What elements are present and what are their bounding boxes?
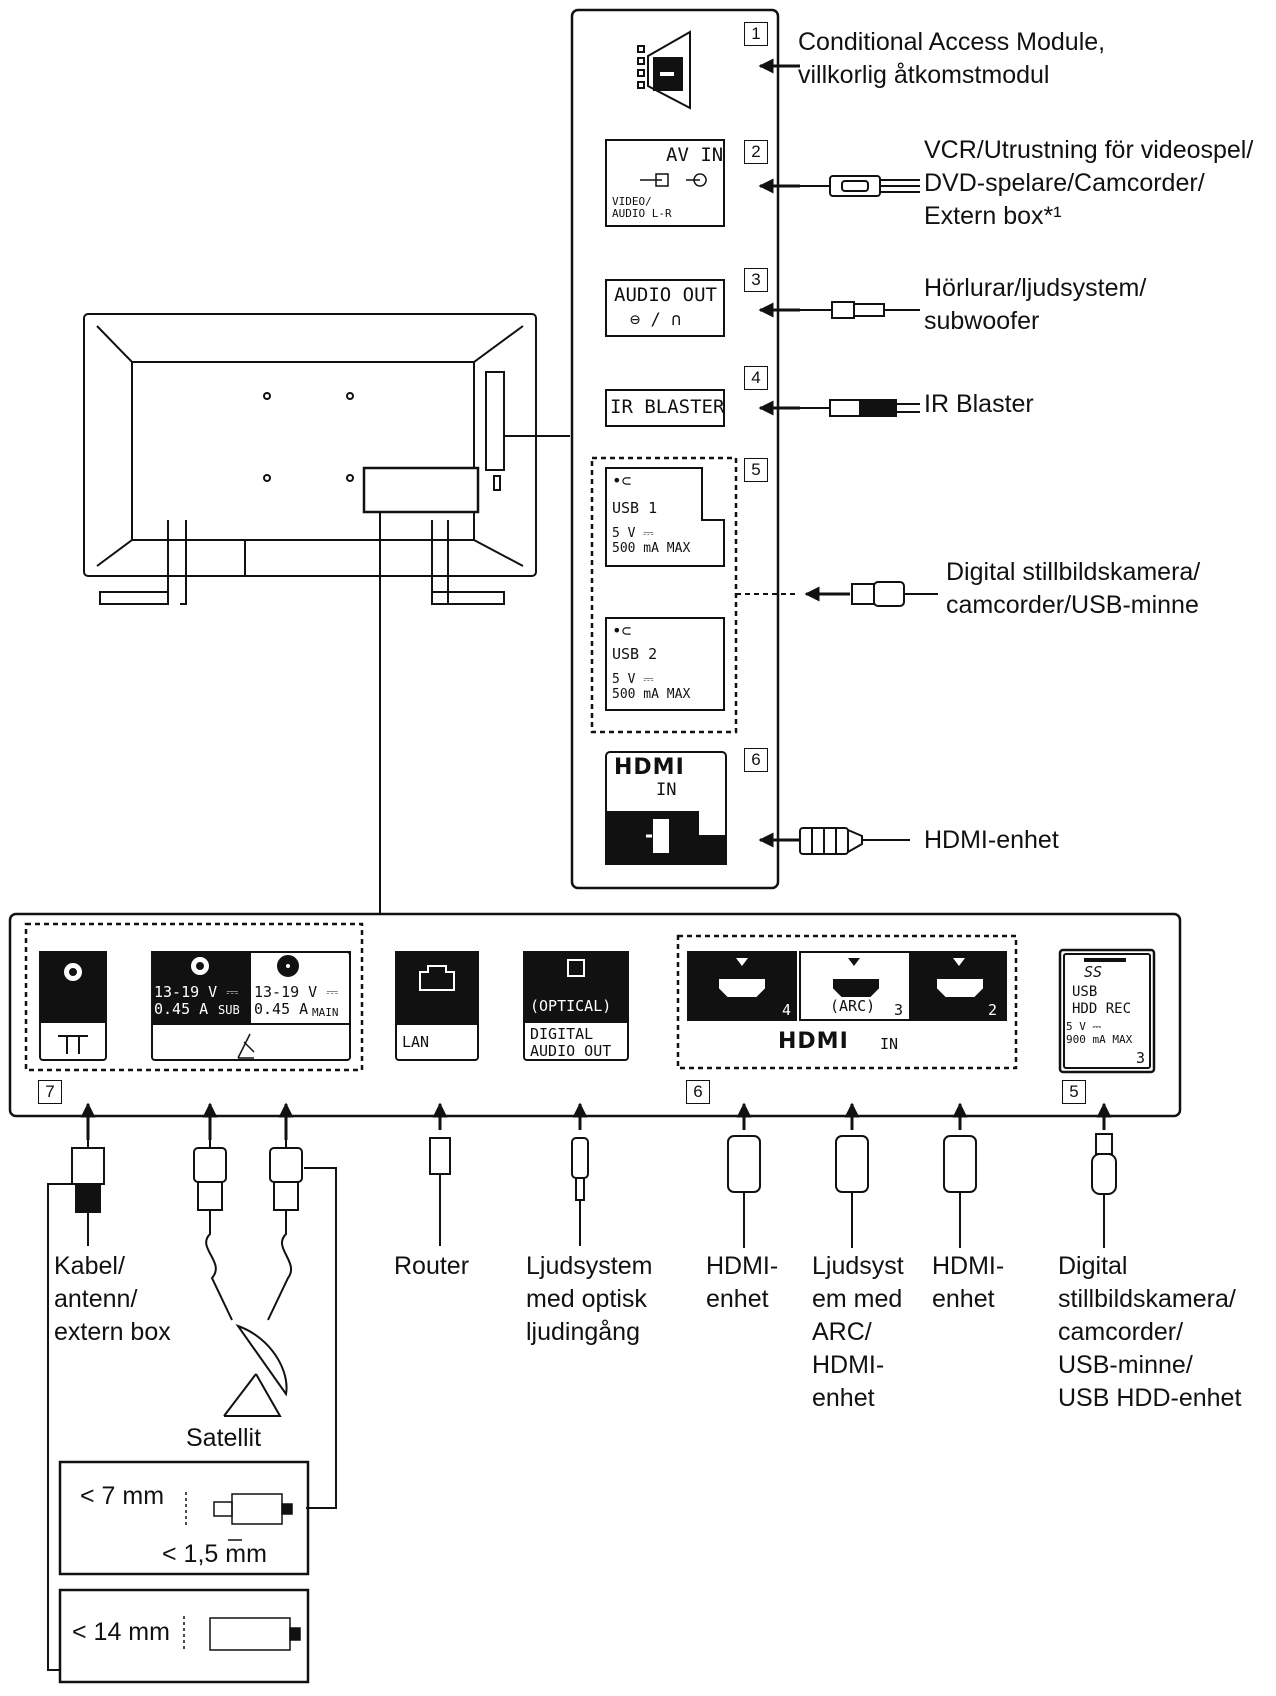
cable-dimension-box [58, 1588, 310, 1684]
label-satellite: Satellit [186, 1424, 262, 1452]
usb-hdd-port-number: 3 [1136, 1049, 1146, 1067]
ir-blaster-text: IR BLASTER [610, 396, 725, 418]
usb2-icon: •⊂ [612, 621, 632, 640]
lan-connector [429, 1137, 451, 1246]
av-in-sub: VIDEO/ AUDIO L-R [612, 195, 672, 220]
usb2-label: USB 2 [612, 645, 658, 663]
label-cable: Kabel/ antenn/ extern box [54, 1252, 171, 1346]
port-number-3: 3 [744, 268, 768, 292]
label-ir-blaster: IR Blaster [924, 390, 1034, 418]
usb1-rating: 5 V ⎓ 500 mA MAX [612, 526, 691, 556]
sat-sub-tag: SUB [218, 1003, 240, 1017]
label-av-in: VCR/Utrustning för videospel/ DVD-spelar… [924, 136, 1254, 230]
label-cam: Conditional Access Module, villkorlig åt… [798, 28, 1106, 89]
label-audio-out: Hörlurar/ljudsystem/ subwoofer [924, 274, 1147, 335]
group-number-6: 6 [686, 1080, 710, 1104]
usb1-icon: •⊂ [612, 471, 632, 490]
cable-plug-drawing [183, 1616, 301, 1652]
sat-connector-sub [193, 1140, 233, 1321]
hdmi-connector-3 [835, 1135, 869, 1248]
port-number-4: 4 [744, 366, 768, 390]
usb-hdd-rec-label: USB HDD REC [1072, 984, 1132, 1017]
usb2-port [605, 617, 725, 711]
hdmi-connector-4 [727, 1135, 761, 1248]
hdmi-ports-bottom [687, 951, 1007, 1021]
antenna-port [39, 951, 107, 1061]
usb1-label: USB 1 [612, 499, 658, 517]
lan-label: LAN [402, 1033, 430, 1051]
ir-blaster-port [605, 389, 725, 427]
group-number-7: 7 [38, 1080, 62, 1104]
satellite-dish-icon [223, 1324, 288, 1417]
hdmi-in-side: IN [656, 780, 677, 800]
hdmi-connector-2 [943, 1135, 977, 1248]
sat-connector-main [267, 1140, 337, 1509]
hdmi-logo-bottom: HDMI [778, 1029, 849, 1054]
label-usb-side: Digital stillbildskamera/ camcorder/USB-… [946, 558, 1201, 619]
optical-connector [571, 1137, 589, 1246]
bottom-panel [8, 912, 1182, 1118]
coax-connector-cable [71, 1140, 105, 1246]
av-in-text: AV IN [666, 144, 724, 166]
usb-connector-bottom [1091, 1133, 1117, 1248]
label-hdmi-arc: Ljudsyst em med ARC/ HDMI- enhet [812, 1252, 904, 1412]
hdmi-plug-side [799, 827, 910, 855]
sat-main-rating: 13-19 V ⎓ 0.45 A [254, 983, 339, 1018]
side-panel [570, 8, 780, 890]
group-number-5: 5 [1062, 1080, 1086, 1104]
audio-out-text: AUDIO OUT [614, 284, 717, 306]
port-number-1: 1 [744, 22, 768, 46]
dim-sat-pin: < 1,5 mm [162, 1540, 267, 1568]
label-hdmi2: HDMI- enhet [932, 1252, 1005, 1313]
usb2-rating: 5 V ⎓ 500 mA MAX [612, 672, 691, 702]
dim-cable-diameter: < 14 mm [72, 1618, 170, 1646]
tv-rear-illustration [83, 313, 570, 914]
audio-out-icons: ⊖ / ∩ [630, 310, 682, 330]
av-cable-connector [800, 175, 920, 197]
ir-jack-connector [800, 399, 920, 417]
hdmi-arc-label: (ARC) [830, 997, 876, 1015]
hdmi-in-bottom: IN [880, 1035, 899, 1053]
audio-jack-connector [800, 301, 920, 319]
port-number-6: 6 [744, 748, 768, 772]
label-hdmi-side: HDMI-enhet [924, 826, 1059, 854]
sat-dimension-box [58, 1460, 310, 1576]
port-number-5: 5 [744, 458, 768, 482]
av-in-port [605, 139, 725, 227]
satellite-ports [151, 951, 351, 1061]
sat-sub-rating: 13-19 V ⎓ 0.45 A [154, 983, 239, 1018]
port-number-2: 2 [744, 140, 768, 164]
usb-ss-logo: SS [1084, 963, 1103, 981]
dim-sat-diameter: < 7 mm [80, 1482, 165, 1510]
hdmi-logo-side: HDMI [614, 755, 685, 780]
label-hdmi4: HDMI- enhet [706, 1252, 779, 1313]
optical-port [523, 951, 629, 1061]
hdmi-port-number-side: 1 [706, 815, 716, 833]
usb1-port [605, 467, 725, 567]
cam-slot [637, 30, 691, 110]
usb-plug-side [851, 581, 938, 607]
label-router: Router [394, 1252, 470, 1280]
label-usb-bottom: Digital stillbildskamera/ camcorder/ USB… [1058, 1252, 1242, 1412]
lan-port [395, 951, 479, 1061]
hdmi-port-2-number: 2 [988, 1001, 998, 1019]
hdmi-port-4-number: 4 [782, 1001, 792, 1019]
label-optical: Ljudsystem med optisk ljudingång [526, 1252, 653, 1346]
sat-plug-drawing [185, 1492, 293, 1541]
optical-label: (OPTICAL) [530, 997, 612, 1015]
hdmi-port-3-number: 3 [894, 1001, 904, 1019]
audio-out-port [605, 279, 725, 337]
usb3-port [1058, 948, 1156, 1074]
usb-hdd-rating: 5 V ⎓ 900 mA MAX [1066, 1020, 1133, 1046]
digital-audio-out-label: DIGITAL AUDIO OUT [530, 1025, 612, 1060]
sat-main-tag: MAIN [312, 1006, 339, 1019]
